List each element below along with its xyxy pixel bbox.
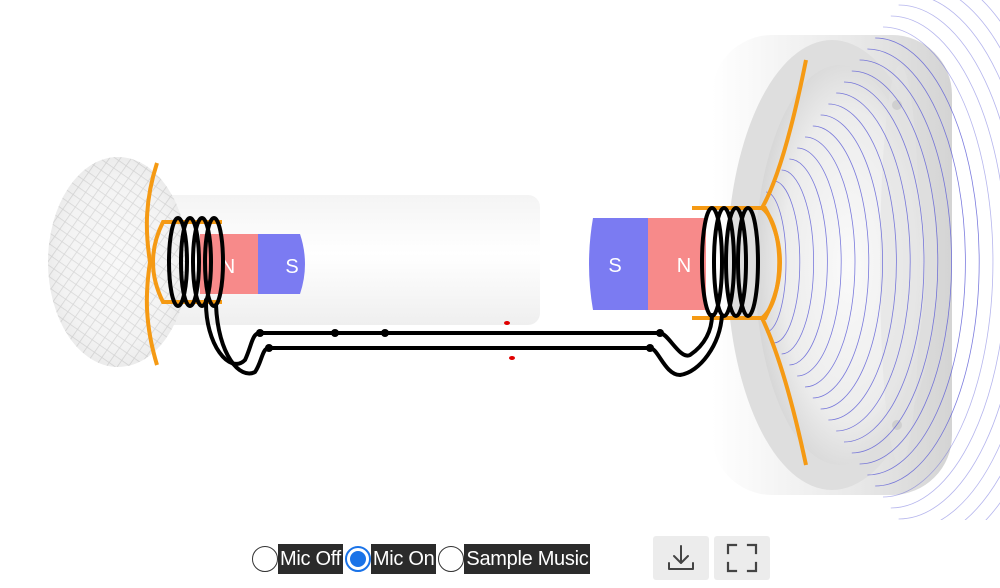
mic-speaker-diagram: N S S N — [0, 0, 1000, 520]
download-button[interactable] — [653, 536, 709, 580]
mode-sample-music[interactable]: Sample Music — [438, 544, 590, 574]
speaker-south-label: S — [608, 255, 621, 277]
speaker — [712, 0, 1000, 520]
fullscreen-button[interactable] — [714, 536, 770, 580]
mic-magnet: N S — [200, 234, 305, 294]
fullscreen-icon — [725, 542, 759, 574]
download-icon — [665, 542, 697, 574]
mic-off-radio[interactable] — [252, 546, 278, 572]
mic-on-radio[interactable] — [345, 546, 371, 572]
mode-mic-off[interactable]: Mic Off — [252, 544, 343, 574]
mic-south-label: S — [285, 256, 298, 278]
sample-music-label[interactable]: Sample Music — [464, 544, 590, 574]
mic-on-label[interactable]: Mic On — [371, 544, 437, 574]
mode-mic-on[interactable]: Mic On — [345, 544, 437, 574]
mode-selector: Mic Off Mic On Sample Music — [252, 540, 592, 578]
sample-music-radio[interactable] — [438, 546, 464, 572]
mic-off-label[interactable]: Mic Off — [278, 544, 343, 574]
signal-dots — [504, 321, 515, 360]
speaker-north-label: N — [677, 255, 691, 277]
speaker-magnet: S N — [589, 218, 706, 310]
